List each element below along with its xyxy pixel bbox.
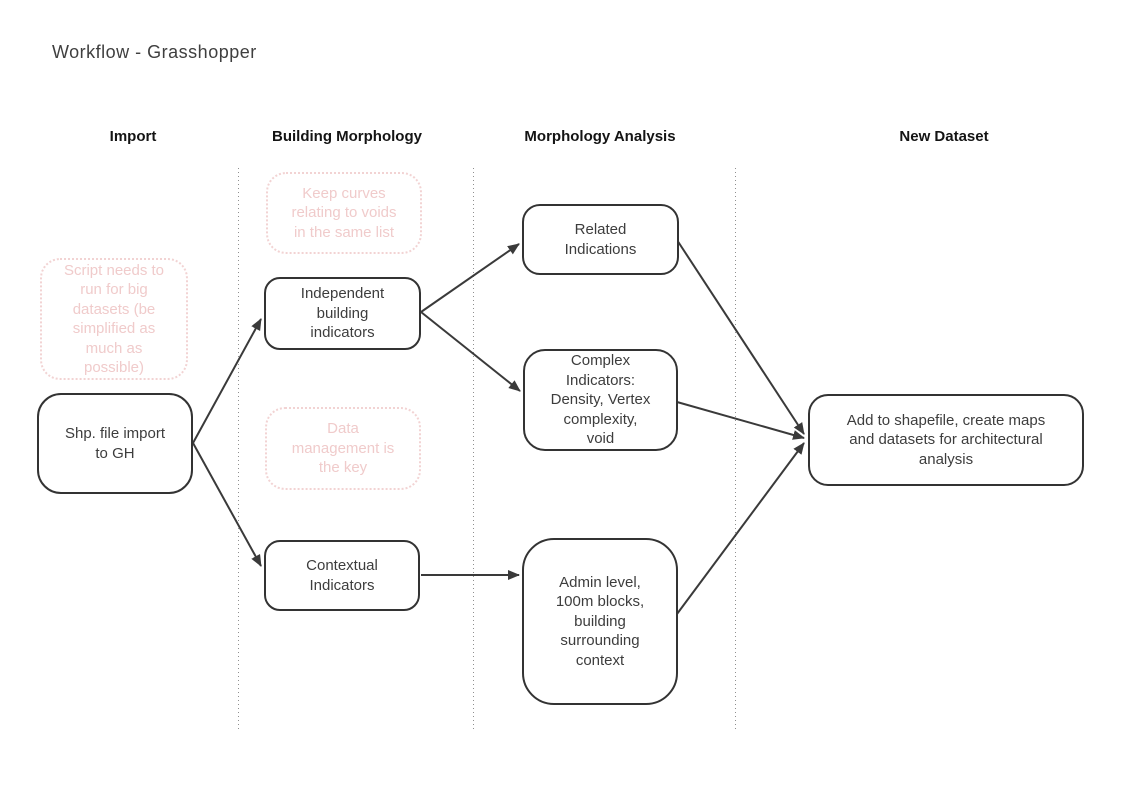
node-label: Shp. file import to GH: [64, 425, 166, 462]
note-label: Script needs to run for big datasets (be…: [63, 261, 165, 377]
arrow-independent-to-related: [420, 243, 520, 313]
note-data-management: Data management is the key: [265, 407, 421, 490]
arrow-independent-to-complex: [420, 311, 521, 392]
column-header-morphology-analysis: Morphology Analysis: [524, 128, 676, 145]
arrow-shp-to-independent: [192, 318, 262, 444]
arrow-admin-to-final: [676, 442, 805, 615]
node-admin-level-context: Admin level, 100m blocks, building surro…: [522, 538, 678, 705]
node-label: Independent building indicators: [300, 285, 385, 342]
node-contextual-indicators: Contextual Indicators: [264, 540, 420, 611]
arrow-shp-to-contextual: [192, 442, 262, 567]
note-label: Data management is the key: [291, 420, 395, 477]
node-complex-indicators: Complex Indicators: Density, Vertex comp…: [523, 349, 678, 451]
note-script-needs-to-run: Script needs to run for big datasets (be…: [40, 258, 188, 380]
note-label: Keep curves relating to voids in the sam…: [291, 184, 397, 241]
node-add-to-shapefile: Add to shapefile, create maps and datase…: [808, 394, 1084, 486]
column-header-import: Import: [109, 128, 157, 145]
node-label: Complex Indicators: Density, Vertex comp…: [550, 352, 651, 448]
column-separator-3: [735, 168, 736, 730]
column-separator-2: [473, 168, 474, 730]
node-related-indications: Related Indications: [522, 204, 679, 275]
node-label: Related Indications: [564, 221, 637, 258]
column-header-new-dataset: New Dataset: [899, 128, 989, 145]
node-label: Contextual Indicators: [306, 557, 378, 594]
arrow-complex-to-final: [676, 401, 805, 440]
node-independent-building-indicators: Independent building indicators: [264, 277, 421, 350]
node-label: Add to shapefile, create maps and datase…: [846, 411, 1046, 468]
node-label: Admin level, 100m blocks, building surro…: [555, 573, 645, 669]
column-separator-1: [238, 168, 239, 730]
arrow-related-to-final: [676, 239, 805, 435]
column-header-building-morphology: Building Morphology: [272, 128, 422, 145]
node-shp-file-import: Shp. file import to GH: [37, 393, 193, 494]
page-title: Workflow - Grasshopper: [52, 42, 257, 62]
note-keep-curves: Keep curves relating to voids in the sam…: [266, 172, 422, 254]
